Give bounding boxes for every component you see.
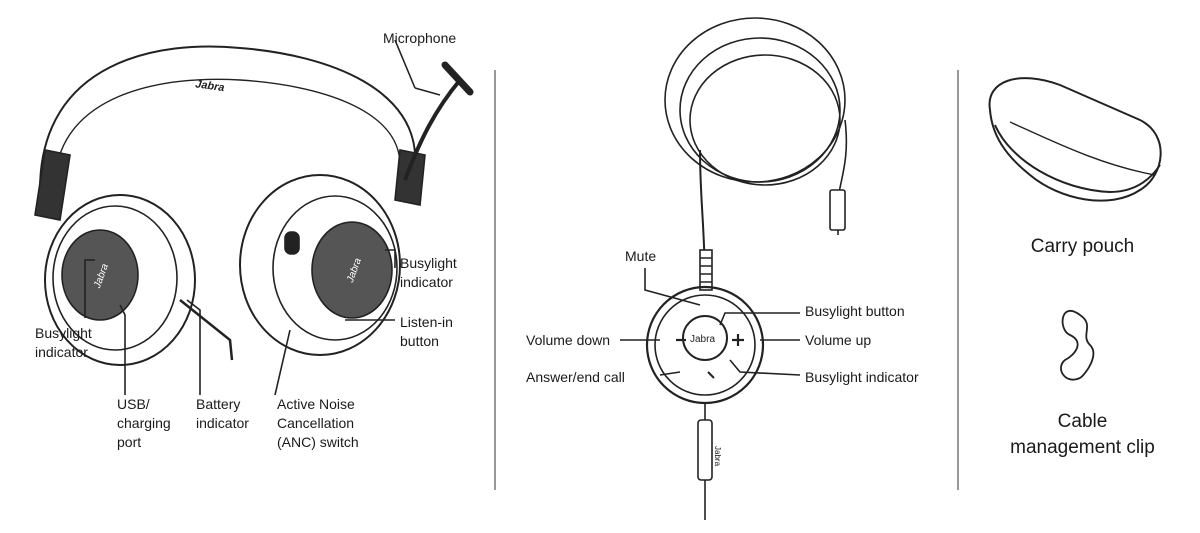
label-line: (ANC) switch xyxy=(277,434,359,450)
label-volume-up: Volume up xyxy=(805,332,872,348)
label-usb-charging-port: USB/ charging port xyxy=(117,395,171,452)
label-line: charging xyxy=(117,415,171,431)
label-carry-pouch: Carry pouch xyxy=(1030,236,1135,257)
label-line: indicator xyxy=(35,344,88,360)
label-line: button xyxy=(400,333,439,349)
label-line: Listen-in xyxy=(400,314,453,330)
label-line: management clip xyxy=(1010,437,1155,458)
label-volume-down: Volume down xyxy=(526,332,611,348)
label-line: Cable xyxy=(1057,411,1108,432)
controller-logo: Jabra xyxy=(690,334,715,345)
label-battery-indicator: Battery indicator xyxy=(196,395,249,433)
label-line: Busylight xyxy=(400,255,457,271)
headset-logo: Jabra xyxy=(194,78,225,94)
label-busylight-indicator-left: Busylight indicator xyxy=(35,324,92,362)
headset-illustration: Jabra Jabra Jabra xyxy=(34,39,474,396)
label-answer-end-call: Answer/end call xyxy=(526,369,625,385)
label-line: port xyxy=(117,434,142,450)
carry-pouch-illustration xyxy=(988,77,1162,202)
label-line: Active Noise xyxy=(277,396,355,412)
jack-logo: Jabra xyxy=(713,446,722,467)
label-line: indicator xyxy=(400,274,453,290)
label-line: USB/ xyxy=(117,396,150,412)
label-line: Cancellation xyxy=(277,415,355,431)
label-busylight-button: Busylight button xyxy=(805,303,905,319)
label-line: Busylight xyxy=(35,325,92,341)
label-busylight-indicator: Busylight indicator xyxy=(805,369,919,385)
label-line: indicator xyxy=(196,415,249,431)
cable-clip-illustration xyxy=(1060,310,1095,381)
label-microphone: Microphone xyxy=(383,30,457,46)
label-line: Battery xyxy=(196,396,241,412)
label-busylight-indicator-right: Busylight indicator xyxy=(400,254,457,292)
label-anc-switch: Active Noise Cancellation (ANC) switch xyxy=(277,395,359,452)
controller-illustration: Jabra Jabra xyxy=(620,17,848,520)
label-listen-in-button: Listen-in button xyxy=(400,313,453,351)
label-cable-management-clip: Cable management clip xyxy=(990,409,1175,461)
label-mute: Mute xyxy=(625,248,657,264)
